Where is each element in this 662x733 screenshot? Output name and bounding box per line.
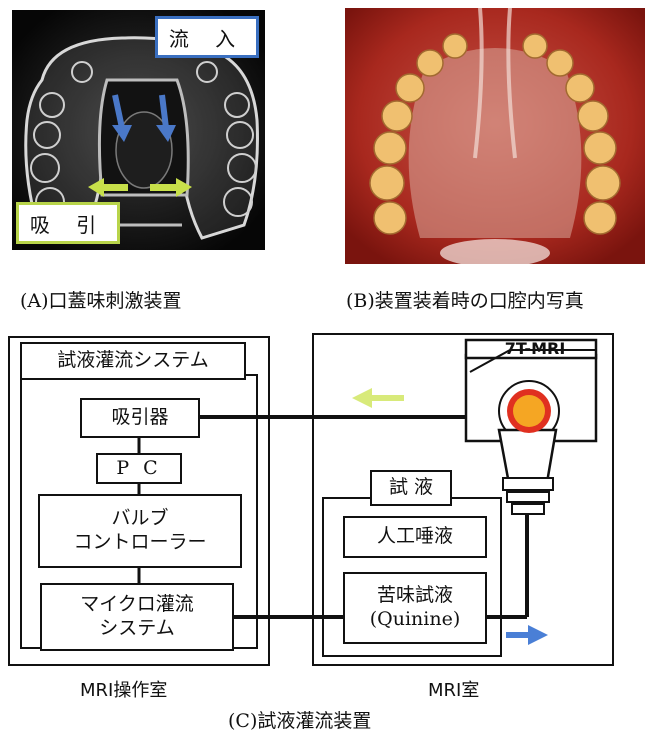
aspirator-box: 吸引器 — [80, 398, 200, 438]
bitter-solution-box: 苦味試液 (Quinine) — [343, 572, 487, 644]
valve-controller-line1: バルブ — [111, 507, 168, 531]
operation-room-label: MRI操作室 — [80, 676, 167, 702]
micro-perfusion-box: マイクロ灌流 システム — [40, 583, 234, 651]
subject-head-probe — [499, 389, 556, 514]
valve-controller-line2: コントローラー — [73, 531, 206, 555]
bitter-solution-line2: (Quinine) — [370, 608, 461, 632]
suction-flow-arrow — [352, 388, 404, 408]
mri-scanner-label: 7T-MRI — [474, 339, 596, 358]
artificial-saliva-box: 人工唾液 — [343, 516, 487, 558]
bitter-solution-line1: 苦味試液 — [377, 584, 453, 608]
micro-perfusion-line2: システム — [99, 617, 174, 641]
diagram-c-caption: (C)試液灌流装置 — [228, 706, 371, 733]
inflow-flow-arrow — [506, 625, 548, 645]
pc-box: P C — [96, 453, 182, 484]
mri-room-label: MRI室 — [428, 676, 479, 702]
micro-perfusion-line1: マイクロ灌流 — [80, 593, 194, 617]
valve-controller-box: バルブ コントローラー — [38, 494, 242, 568]
